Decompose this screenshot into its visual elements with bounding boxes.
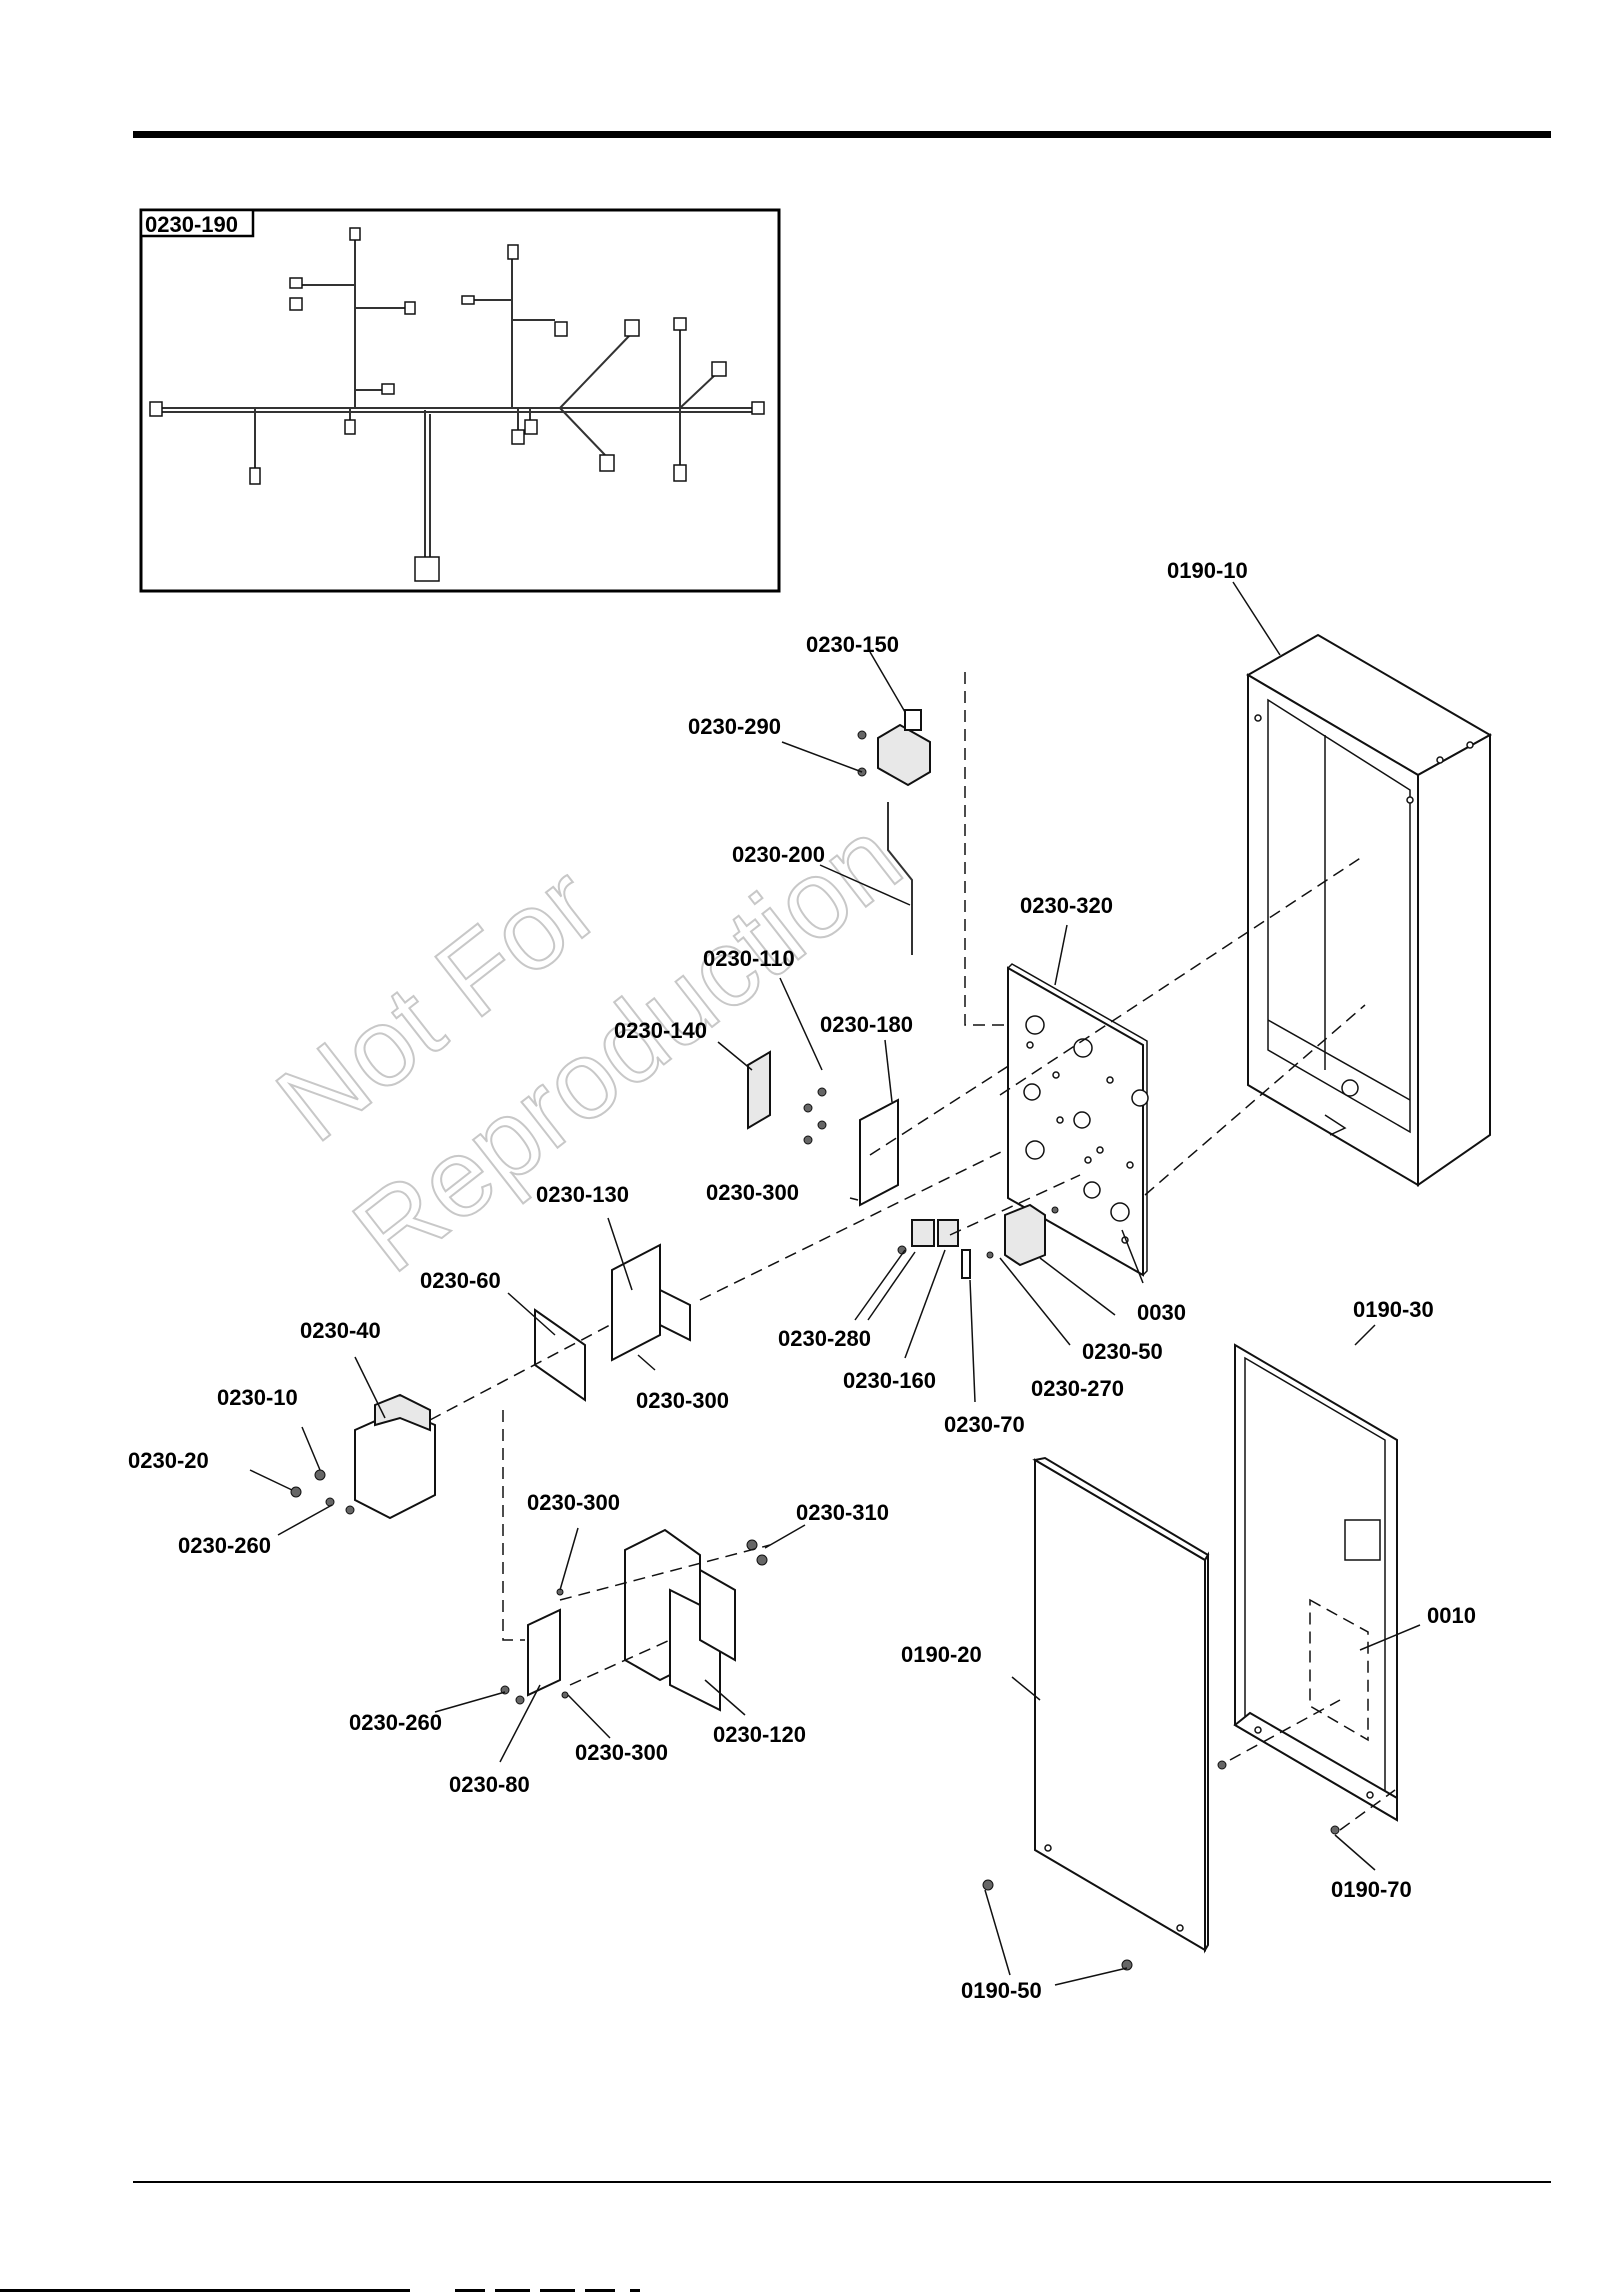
callout-0190-50: 0190-50 xyxy=(961,1978,1042,2003)
callout-0230-20: 0230-20 xyxy=(128,1448,209,1473)
callout-0230-110: 0230-110 xyxy=(703,946,795,971)
callout-0230-180: 0230-180 xyxy=(820,1012,913,1037)
callout-0230-280: 0230-280 xyxy=(778,1326,871,1351)
callout-0190-20: 0190-20 xyxy=(901,1642,982,1667)
callout-0230-260-a: 0230-260 xyxy=(178,1533,271,1558)
harness-connectors xyxy=(149,227,765,582)
callout-0230-310: 0230-310 xyxy=(796,1500,889,1525)
callout-0230-260-b: 0230-260 xyxy=(349,1710,442,1735)
callout-0230-120: 0230-120 xyxy=(713,1722,806,1747)
callout-0230-50: 0230-50 xyxy=(1082,1339,1163,1364)
callout-0230-300-d: 0230-300 xyxy=(575,1740,668,1765)
header-rule xyxy=(133,131,1551,138)
callout-0230-60: 0230-60 xyxy=(420,1268,501,1293)
bottom-edge-mark xyxy=(0,2289,410,2292)
harness-inset: 0230-190 xyxy=(139,208,781,593)
rear-cover-0190-30 xyxy=(1233,1343,1398,1822)
callout-0190-30: 0190-30 xyxy=(1353,1297,1434,1322)
callout-0230-320: 0230-320 xyxy=(1020,893,1113,918)
callout-0190-10: 0190-10 xyxy=(1167,558,1248,583)
callout-0230-300-a: 0230-300 xyxy=(706,1180,799,1205)
callout-0230-300-c: 0230-300 xyxy=(527,1490,620,1515)
inset-title: 0230-190 xyxy=(145,212,238,237)
callout-0230-200: 0230-200 xyxy=(732,842,825,867)
callout-0230-40: 0230-40 xyxy=(300,1318,381,1343)
callout-0230-300-b: 0230-300 xyxy=(636,1388,729,1413)
callout-0230-150: 0230-150 xyxy=(806,632,899,657)
callout-0030: 0030 xyxy=(1137,1300,1186,1325)
assembly-lines xyxy=(429,672,1396,1831)
callout-0230-80: 0230-80 xyxy=(449,1772,530,1797)
callout-0190-70: 0190-70 xyxy=(1331,1877,1412,1902)
mounting-panel-0230-320 xyxy=(1007,963,1149,1277)
callout-0230-160: 0230-160 xyxy=(843,1368,936,1393)
callout-0230-140: 0230-140 xyxy=(614,1018,707,1043)
leader-lines xyxy=(249,581,1421,1986)
footer-rule xyxy=(133,2181,1551,2183)
callout-0230-290: 0230-290 xyxy=(688,714,781,739)
front-cover-0190-20 xyxy=(1032,1456,1210,1954)
bottom-edge-dashes xyxy=(455,2289,640,2292)
harness-wires xyxy=(160,240,760,565)
enclosure-0190-10 xyxy=(1246,633,1493,1187)
callout-labels: 0190-10 0230-150 0230-290 0230-200 0230-… xyxy=(128,558,1476,2003)
callout-0230-270: 0230-270 xyxy=(1031,1376,1124,1401)
callout-0230-10: 0230-10 xyxy=(217,1385,298,1410)
callout-0230-70: 0230-70 xyxy=(944,1412,1025,1437)
callout-0230-130: 0230-130 xyxy=(536,1182,629,1207)
callout-0010: 0010 xyxy=(1427,1603,1476,1628)
